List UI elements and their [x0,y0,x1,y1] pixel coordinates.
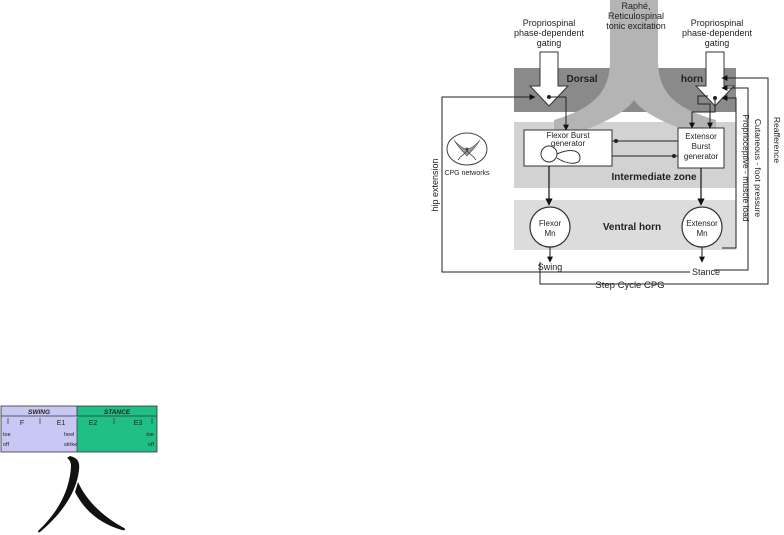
flexor-neuron [540,145,558,163]
gate-to-extensor-2 [697,95,713,129]
right-gate-to-extensor [689,100,716,129]
top-center-label-1: Raphé, [621,1,650,11]
swing-label: Swing [538,262,563,272]
cpg-diagram: Propriospinal phase-dependent gating Rap… [430,0,782,291]
top-right-label-2: phase-dependent [682,28,753,38]
top-left-label-3: gating [537,38,562,48]
reafference-label: Reafference [772,117,782,163]
toe-off-right-2: off [148,442,154,448]
inhibit-dot-2 [672,154,676,158]
glyph-right-stroke [75,482,126,531]
cutaneous-label: Cutaneous - foot pressure [753,119,763,218]
extensor-burst-label-2: Burst [692,142,711,151]
right-gate-dot [713,96,717,100]
flexor-burst-label-1: Flexor Burst [546,131,590,140]
proprioceptive-loop [721,95,737,249]
cutaneous-loop [714,85,749,271]
phase-e1: E1 [57,420,66,427]
glyph-left-stroke [37,456,80,533]
hip-extension-label: hip extension [430,158,440,211]
stance-label: Stance [692,267,720,277]
top-center-label-2: Reticulospinal [608,11,664,21]
flexor-mn-label-1: Flexor [539,219,562,228]
inhibit-dot-1 [614,139,618,143]
left-gating-arrow [528,51,570,107]
swing-header: SWING [28,409,50,416]
extensor-burst-label-1: Extensor [685,132,717,141]
flexor-burst-label-2: generator [551,139,586,148]
extensor-mn-label-2: Mn [696,229,707,238]
stance-header: STANCE [104,409,131,416]
hip-extension-loop [441,94,690,273]
swing-region [1,406,77,452]
cpg-networks-label: CPG networks [444,170,490,177]
gait-bar-border [0,405,158,453]
top-right-label-1: Propriospinal [691,18,744,28]
extensor-mn-label-1: Extensor [686,219,718,228]
left-gate-dot [547,95,551,99]
tonic-excitation-arrow [554,0,716,132]
spinal-cord-icon [446,132,488,166]
step-cycle-label: Step Cycle CPG [595,280,664,291]
reafference-loop [539,75,769,285]
phase-e3: E3 [134,420,143,427]
toe-off-left-1: toe [3,432,11,438]
heel-strike-2: strike [64,442,77,448]
phase-f: F [20,420,24,427]
intermediate-zone-label: Intermediate zone [611,172,696,183]
phase-ticks [7,418,153,452]
flexor-loop [556,150,581,164]
top-left-label-2: phase-dependent [514,28,585,38]
dorsal-label: Dorsal [566,74,597,85]
top-center-label-3: tonic excitation [606,21,666,31]
heel-strike-1: heel [64,432,74,438]
horn-label: horn [681,74,703,85]
extensor-burst-label-3: generator [684,152,719,161]
top-left-label-1: Propriospinal [523,18,576,28]
flexor-mn-label-2: Mn [544,229,555,238]
toe-off-left-2: off [3,442,9,448]
ventral-horn-label: Ventral horn [603,222,661,233]
walking-person-glyph: 人 [37,456,126,533]
proprioceptive-label: Proprioceptive - muscle load [741,114,751,222]
gait-phase-bar: SWING STANCE F E1 E2 E3 toe off heel str… [0,405,158,453]
top-right-label-3: gating [705,38,730,48]
toe-off-right-1: toe [146,432,154,438]
phase-e2: E2 [89,420,98,427]
stance-region [77,406,157,452]
